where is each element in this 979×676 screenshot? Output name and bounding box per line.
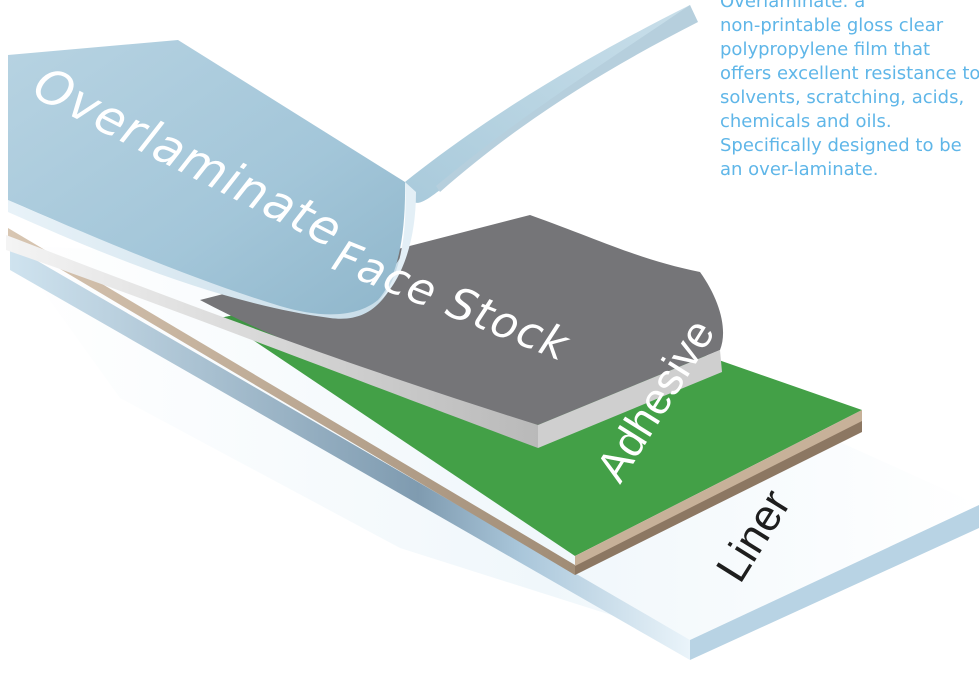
overlaminate-description: Overlaminate: a non-printable gloss clea… [720, 0, 979, 182]
description-line: non-printable gloss clear [720, 15, 944, 36]
face-stock-right-edge [538, 350, 722, 448]
overlaminate-film-main [8, 40, 406, 315]
description-line: Overlaminate: a [720, 0, 866, 12]
face-stock-front-edge [6, 235, 538, 448]
liner-backing-layer [8, 228, 862, 575]
liner-front-edge [10, 245, 690, 660]
overlaminate-flap-rim [436, 5, 698, 192]
description-line: an over-laminate. [720, 159, 879, 180]
liner-right-edge [690, 505, 979, 660]
description-line: offers excellent resistance to [720, 63, 979, 84]
overlaminate-fold-highlight [378, 182, 416, 302]
description-line: solvents, scratching, acids, [720, 87, 965, 108]
description-line: chemicals and oils. [720, 111, 892, 132]
description-line: polypropylene film that [720, 39, 931, 60]
liner-backing-right-edge [575, 420, 862, 575]
adhesive-front-edge [575, 410, 862, 566]
overlaminate-layer [8, 5, 698, 319]
liner-backing-edge [8, 228, 575, 575]
description-line: Specifically designed to be [720, 135, 962, 156]
